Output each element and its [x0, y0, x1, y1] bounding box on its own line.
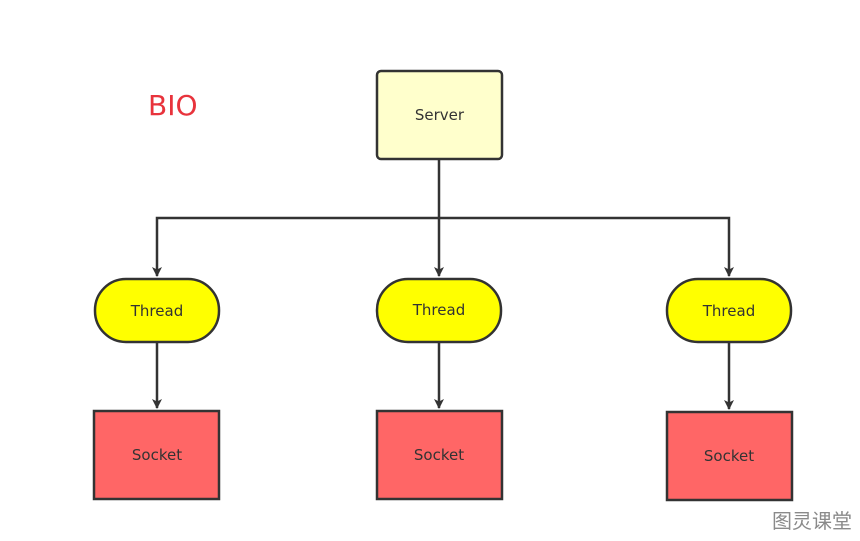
thread-label: Thread [412, 301, 465, 319]
socket-label: Socket [414, 446, 464, 464]
socket-node: Socket [665, 410, 794, 502]
thread-box [665, 277, 793, 344]
branch-right [439, 216, 734, 277]
socket-box [375, 409, 504, 501]
branch-left [152, 216, 439, 277]
socket-node: Socket [375, 409, 504, 501]
server-label: Server [415, 106, 465, 124]
socket-box [665, 410, 794, 502]
thread-label: Thread [702, 302, 755, 320]
thread-node: Thread [665, 277, 793, 344]
thread-box [375, 277, 503, 344]
thread-box [93, 277, 221, 344]
watermark: 图灵课堂 [772, 509, 852, 533]
server-box [375, 69, 504, 161]
diagram-title: BIO [148, 89, 198, 122]
socket-box [92, 409, 221, 501]
connectors [152, 159, 734, 410]
thread-label: Thread [130, 302, 183, 320]
socket-label: Socket [132, 446, 182, 464]
socket-label: Socket [704, 447, 754, 465]
thread-node: Thread [375, 277, 503, 344]
server-node: Server [375, 69, 504, 161]
thread-node: Thread [93, 277, 221, 344]
socket-node: Socket [92, 409, 221, 501]
